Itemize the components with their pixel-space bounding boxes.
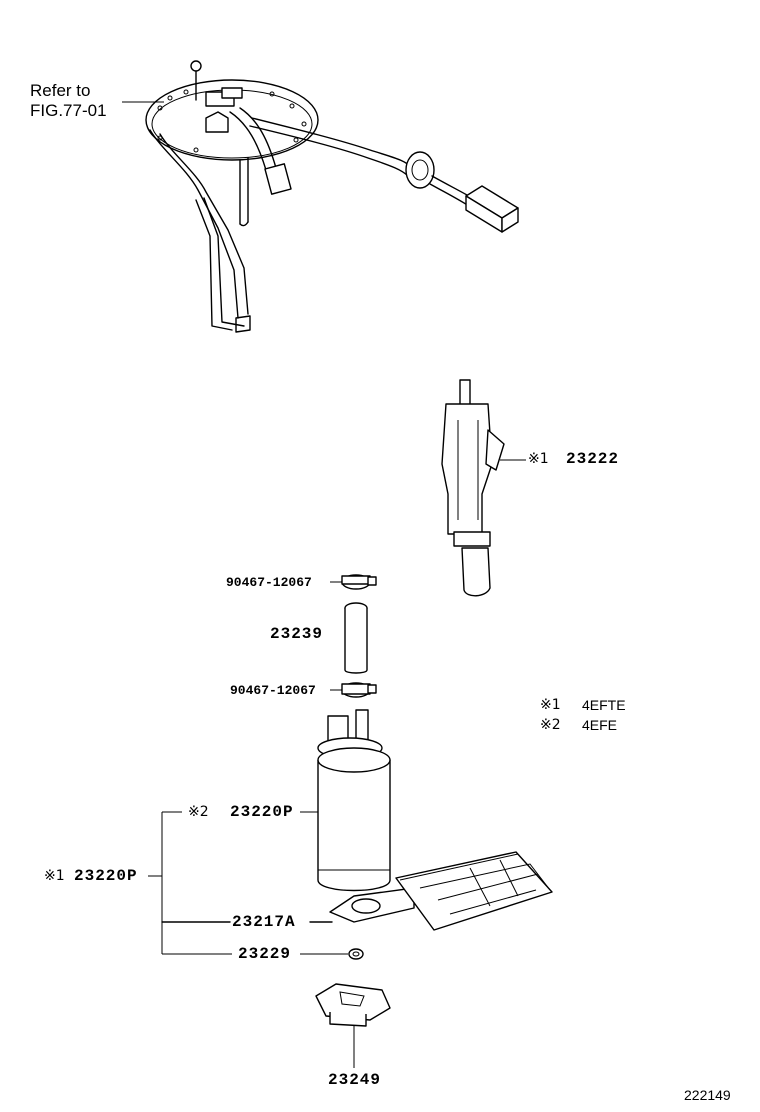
part-number-23217A: 23217A [232, 913, 296, 931]
figure-number: 222149 [684, 1087, 731, 1103]
part-number-23229: 23229 [238, 945, 292, 963]
legend-text-2: 4EFE [582, 717, 618, 733]
part-number-23239: 23239 [270, 625, 324, 643]
part-number-23249: 23249 [328, 1071, 382, 1089]
clip-23229 [348, 948, 364, 960]
pump-bracket-assembly [145, 60, 519, 333]
fuel-filter-23217A [329, 851, 553, 931]
mark-23220P-a: ※2 [188, 804, 209, 820]
fuel-pump-drawing [317, 709, 391, 892]
mark-23222: ※1 [528, 451, 549, 467]
reference-line1: Refer to [30, 81, 91, 100]
clamp-top [341, 574, 377, 590]
part-number-23222: 23222 [566, 450, 620, 468]
part-number-90467-top: 90467-12067 [226, 575, 312, 590]
hose-23239 [344, 602, 368, 674]
legend-mark-2: ※2 [540, 717, 561, 733]
part-number-23220P-b: 23220P [74, 867, 138, 885]
reference-line2: FIG.77-01 [30, 101, 107, 120]
mark-23220P-b: ※1 [44, 868, 65, 884]
part-number-23220P-a: 23220P [230, 803, 294, 821]
clamp-bottom [341, 682, 377, 698]
cushion-23249 [315, 983, 391, 1027]
legend-mark-1: ※1 [540, 697, 561, 713]
legend-text-1: 4EFTE [582, 697, 626, 713]
part-23222-drawing [441, 379, 505, 597]
part-number-90467-bottom: 90467-12067 [230, 683, 316, 698]
group-bracket [148, 811, 232, 955]
